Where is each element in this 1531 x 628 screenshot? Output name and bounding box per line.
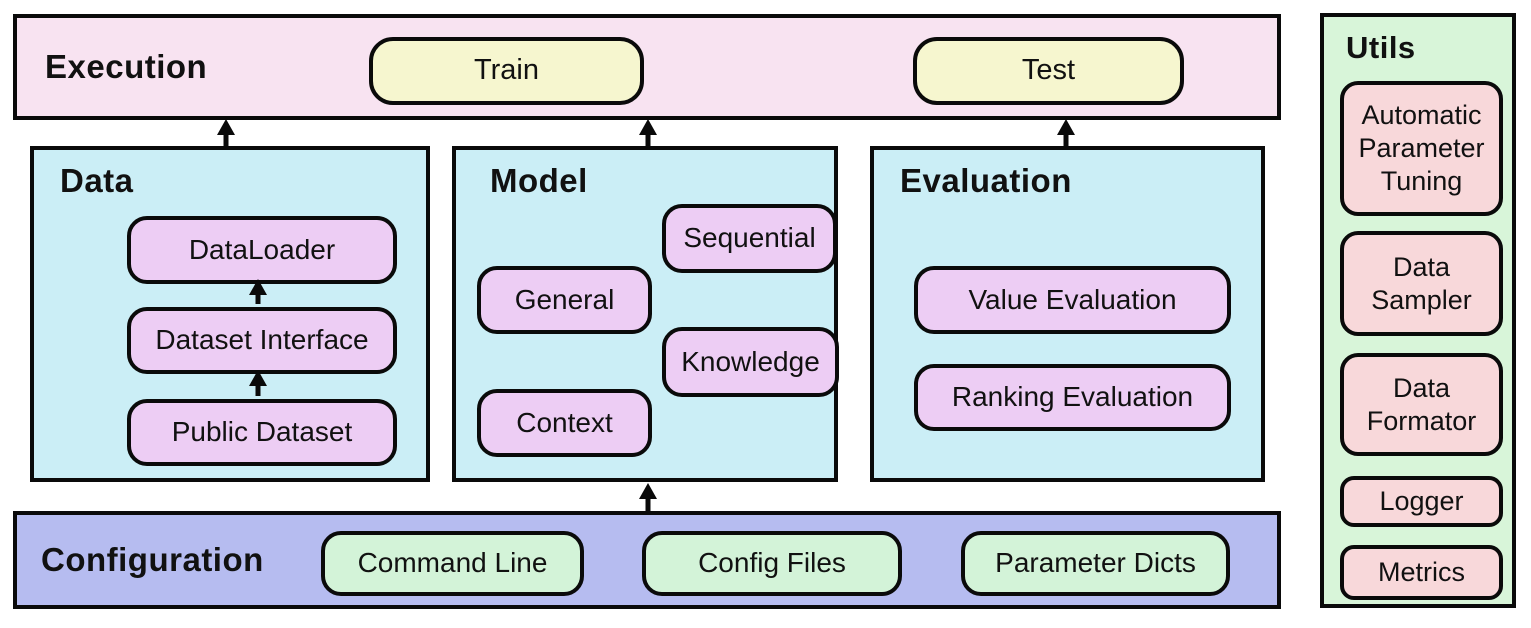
dataloader-label: DataLoader [188,233,336,265]
metrics-node: Metrics [1340,545,1503,600]
parameter-dicts-node: Parameter Dicts [961,531,1230,596]
dataset-interface-label: Dataset Interface [155,324,369,356]
evaluation-panel: Evaluation Value Evaluation Ranking Eval… [870,146,1265,482]
arrow-configuration-to-model-icon [639,483,657,511]
public-dataset-node: Public Dataset [127,399,397,466]
data-sampler-label: Data Sampler [1371,251,1472,315]
arrow-model-to-execution-icon [639,119,657,147]
data-formator-node: Data Formator [1340,353,1503,456]
automatic-parameter-tuning-node: Automatic Parameter Tuning [1340,81,1503,216]
execution-panel: Execution Train Test [13,14,1281,120]
evaluation-title: Evaluation [900,162,1072,199]
ranking-evaluation-node: Ranking Evaluation [914,364,1231,431]
data-formator-label: Data Formator [1366,372,1477,436]
config-files-label: Config Files [698,547,846,579]
knowledge-node: Knowledge [662,327,839,397]
configuration-panel: Configuration Command Line Config Files … [13,511,1281,609]
test-node: Test [913,37,1184,105]
model-title: Model [490,162,588,199]
metrics-label: Metrics [1378,557,1465,588]
parameter-dicts-label: Parameter Dicts [995,547,1196,579]
dataset-interface-node: Dataset Interface [127,307,397,374]
utils-title: Utils [1346,30,1416,65]
dataloader-node: DataLoader [127,216,397,284]
ranking-evaluation-label: Ranking Evaluation [951,381,1194,413]
general-label: General [514,283,615,315]
general-node: General [477,266,652,334]
execution-title: Execution [45,48,208,85]
arrow-data-to-execution-icon [217,119,235,147]
automatic-parameter-tuning-label: Automatic Parameter Tuning [1358,100,1485,196]
config-files-node: Config Files [642,531,902,596]
train-node: Train [369,37,644,105]
configuration-title: Configuration [41,541,264,578]
value-evaluation-node: Value Evaluation [914,266,1231,334]
knowledge-label: Knowledge [681,345,820,377]
utils-panel: Utils Automatic Parameter Tuning Data Sa… [1320,13,1516,608]
data-panel: Data DataLoader Dataset Interface Public… [30,146,430,482]
logger-node: Logger [1340,476,1503,527]
sequential-label: Sequential [683,222,816,254]
command-line-label: Command Line [357,547,548,579]
data-title: Data [60,162,134,199]
sequential-node: Sequential [662,204,837,273]
logger-label: Logger [1379,486,1464,517]
public-dataset-label: Public Dataset [171,416,353,448]
arrow-evaluation-to-execution-icon [1057,119,1075,147]
model-panel: Model Sequential General Knowledge Conte… [452,146,839,482]
train-label: Train [474,54,539,87]
command-line-node: Command Line [321,531,584,596]
context-node: Context [477,389,652,457]
value-evaluation-label: Value Evaluation [968,283,1177,315]
test-label: Test [1021,54,1076,87]
context-label: Context [516,406,613,438]
data-sampler-node: Data Sampler [1340,231,1503,336]
